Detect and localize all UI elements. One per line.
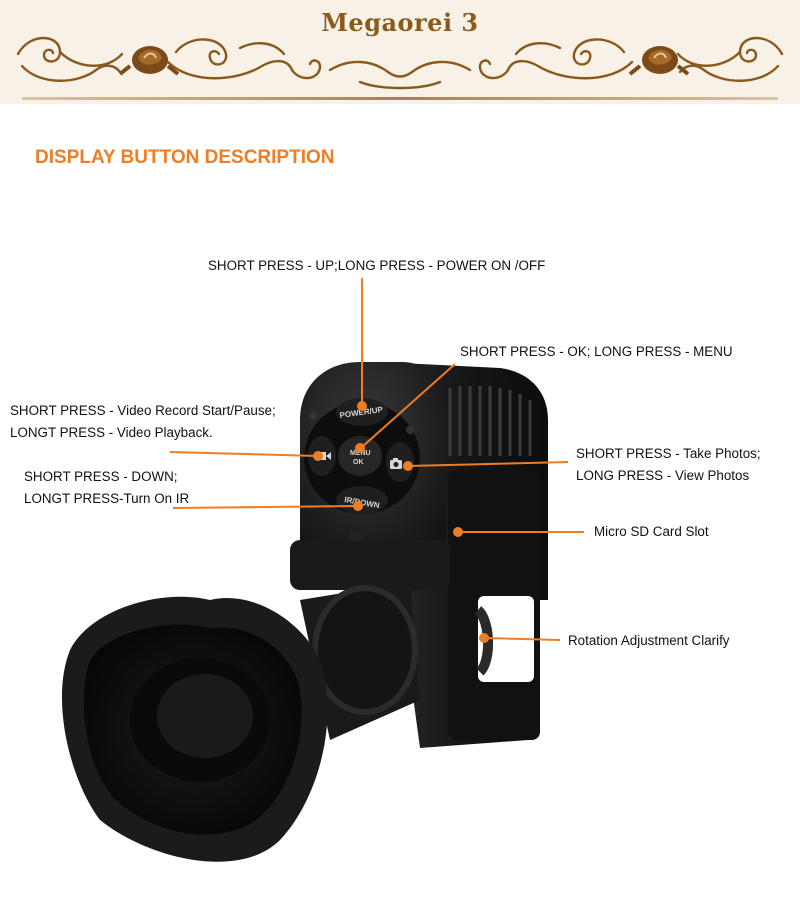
- sd-slot-callout-dot: [453, 527, 463, 537]
- power-up-callout-dot: [357, 401, 367, 411]
- rotation-description: Rotation Adjustment Clarify: [568, 633, 730, 648]
- section-heading: DISPLAY BUTTON DESCRIPTION: [35, 147, 335, 168]
- rotation-callout-dot: [479, 633, 489, 643]
- banner-divider: [22, 97, 778, 100]
- rose-ornament-icon: [118, 46, 180, 76]
- sd-slot-description: Micro SD Card Slot: [594, 524, 709, 539]
- video-description-line-1: SHORT PRESS - Video Record Start/Pause;: [10, 403, 276, 418]
- camera-icon: [390, 458, 402, 469]
- down-description-line-1: SHORT PRESS - DOWN;: [24, 469, 178, 484]
- down-callout-dot: [353, 501, 363, 511]
- photo-description-line-1: SHORT PRESS - Take Photos;: [576, 446, 761, 461]
- menu-button-label: MENU: [350, 450, 371, 457]
- menu-ok-callout-dot: [355, 443, 365, 453]
- brand-banner: Megaorei 3: [0, 0, 800, 104]
- video-description: SHORT PRESS - Video Record Start/Pause; …: [10, 400, 276, 444]
- brand-title: Megaorei 3: [321, 8, 479, 37]
- video-description-line-2: LONGT PRESS - Video Playback.: [10, 425, 213, 440]
- down-description: SHORT PRESS - DOWN; LONGT PRESS-Turn On …: [24, 466, 189, 510]
- rose-ornament-icon: [628, 46, 690, 76]
- menu-ok-description: SHORT PRESS - OK; LONG PRESS - MENU: [460, 344, 733, 359]
- ornament-scrollwork: [16, 36, 784, 90]
- photo-description-line-2: LONG PRESS - View Photos: [576, 468, 750, 483]
- photo-description: SHORT PRESS - Take Photos; LONG PRESS - …: [576, 443, 761, 487]
- down-description-line-2: LONGT PRESS-Turn On IR: [24, 491, 190, 506]
- video-callout-dot: [313, 451, 323, 461]
- ok-button-label: OK: [353, 459, 364, 466]
- photo-callout-dot: [403, 461, 413, 471]
- power-up-description: SHORT PRESS - UP;LONG PRESS - POWER ON /…: [208, 258, 546, 273]
